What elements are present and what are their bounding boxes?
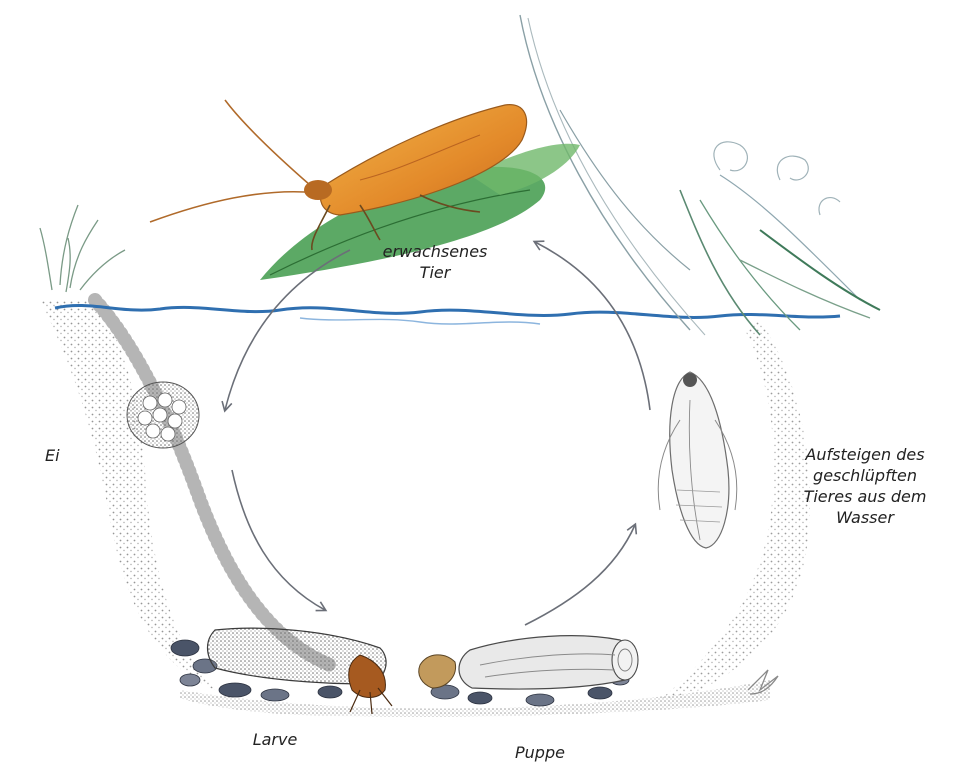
arrow-pupa-to-emergence <box>525 525 635 625</box>
label-egg: Ei <box>45 445 85 466</box>
arrow-emergence-to-adult <box>535 242 650 410</box>
pupa-case-icon <box>419 636 638 689</box>
label-pupa: Puppe <box>490 742 590 763</box>
water-surface <box>55 305 840 324</box>
label-adult: erwachsenes Tier <box>355 241 515 283</box>
reed-right <box>520 15 880 335</box>
label-emergence: Aufsteigen des geschlüpften Tieres aus d… <box>780 444 950 528</box>
egg-cluster-icon <box>127 382 199 448</box>
grass-left <box>40 205 125 292</box>
label-larva: Larve <box>230 729 320 750</box>
emerging-pupa-icon <box>658 372 737 548</box>
